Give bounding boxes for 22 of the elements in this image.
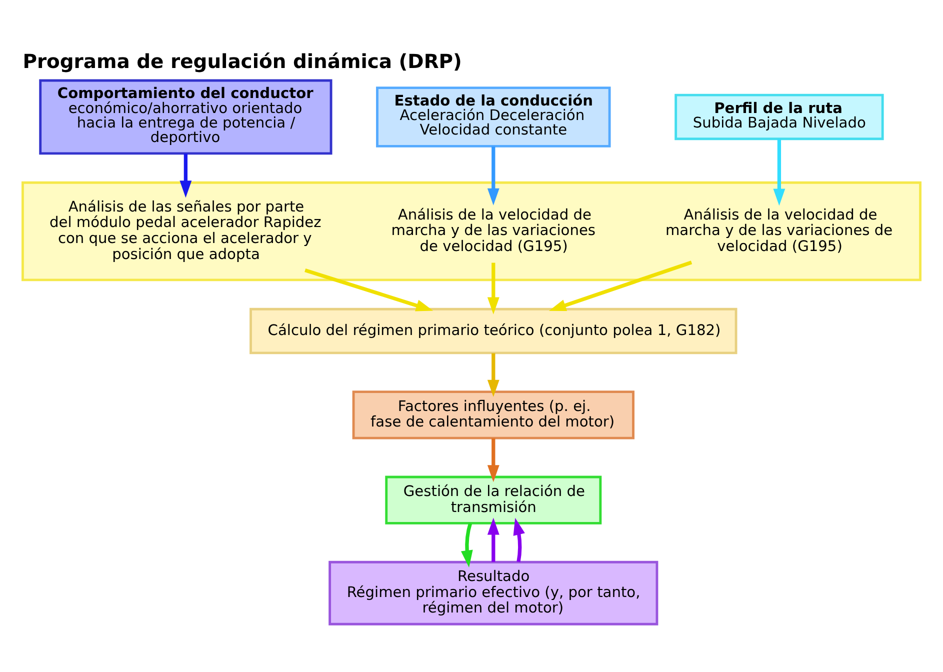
node-text: Análisis de las señales por parte del módulo pedal acelerador Rapidez con que se acciona el acelerador y posición que adopta [49,198,322,262]
node-box: Factores influyentes (p. ej. fase de calentamiento del motor) [352,390,634,439]
arrow [773,138,786,206]
arrow [180,153,192,198]
diagram-title: Programa de regulación dinámica (DRP) [22,50,462,73]
node-box: Gestión de la relación de transmisión [385,475,602,524]
node-box: Comportamiento del conductor económico/ahorrativo orientado hacia la entrega de potencia / deportivo [39,78,332,154]
arrow [487,438,500,482]
arrow [304,268,434,311]
node-text: Análisis de la velocidad de marcha y de las variaciones de velocidad (G195) [665,206,893,254]
arrow [513,517,525,562]
arrow [487,517,500,562]
node-box: Estado de la conducción Aceleración Deceleración Velocidad constante [376,86,611,147]
node-box: Perfil de la ruta Subida Bajada Nivelado [674,93,884,140]
node-text: Análisis de la velocidad de marcha y de las variaciones de velocidad (G195) [391,206,596,254]
node-box: Resultado Régimen primario efectivo (y, por tanto, régimen del motor) [328,560,658,625]
node-box: Cálculo del régimen primario teórico (conjunto polea 1, G182) [250,307,738,354]
arrow [487,262,500,314]
arrow [487,146,500,205]
arrow [487,352,500,396]
arrow [460,522,473,567]
arrow [548,260,692,311]
